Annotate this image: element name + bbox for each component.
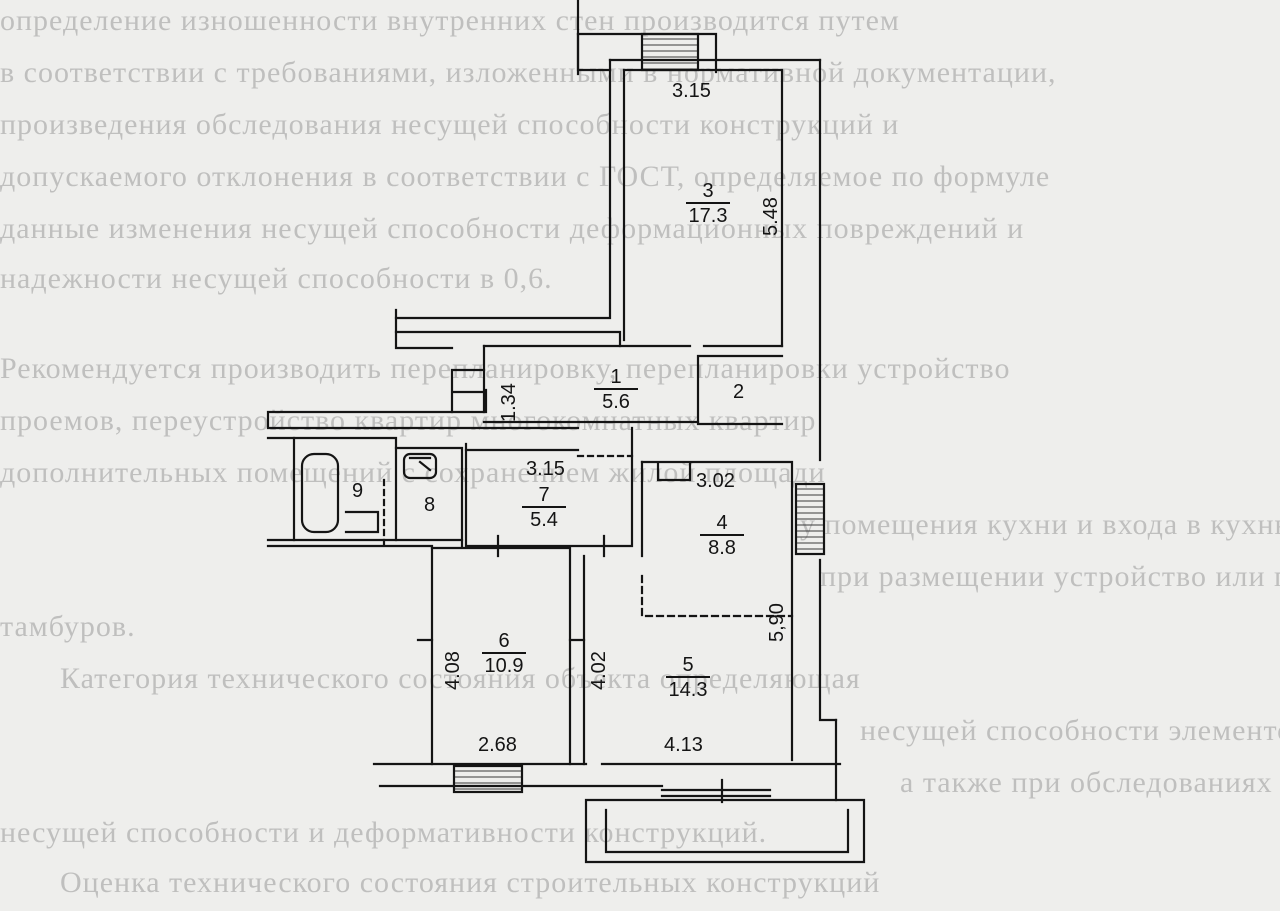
dimension-label: 4.02: [588, 651, 610, 690]
background-line: данные изменения несущей способности деф…: [0, 212, 1025, 245]
dimension-label: 3.15: [672, 80, 711, 102]
background-line: у помещения кухни и входа в кухню: [800, 508, 1280, 541]
dimension-label: 2.68: [478, 734, 517, 756]
room-area: 5.4: [522, 506, 566, 531]
room-area: 10.9: [482, 652, 526, 677]
background-line: Категория технического состояния объекта…: [60, 662, 861, 695]
dimension-label: 3.15: [526, 458, 565, 480]
room-2-label: 2: [733, 381, 744, 403]
room-number: 9: [352, 480, 364, 502]
background-line: определение изношенности внутренних стен…: [0, 4, 900, 37]
room-number: 2: [733, 381, 745, 403]
room-number: 7: [538, 484, 550, 506]
room-area: 5.6: [594, 388, 638, 413]
room-8-label: 8: [424, 494, 435, 516]
background-line: надежности несущей способности в 0,6.: [0, 262, 553, 295]
background-line: при размещении устройство или переоборуд…: [820, 560, 1280, 593]
room-6-label: 6 10.9: [482, 630, 526, 677]
background-line: несущей способности элементов конструкци…: [860, 714, 1280, 747]
dimension-label: 5.48: [760, 197, 782, 236]
room-area: 14.3: [666, 676, 710, 701]
room-area: 8.8: [700, 534, 744, 559]
background-line: Оценка технического состояния строительн…: [60, 866, 881, 899]
room-5-label: 5 14.3: [666, 654, 710, 701]
room-7-label: 7 5.4: [522, 484, 566, 531]
background-line: проемов, переустройство квартир многоком…: [0, 404, 817, 437]
dimension-label: 3.02: [696, 470, 735, 492]
room-number: 6: [498, 630, 510, 652]
room-number: 1: [610, 366, 622, 388]
background-line: тамбуров.: [0, 610, 136, 643]
room-number: 8: [424, 494, 436, 516]
room-number: 5: [682, 654, 694, 676]
dimension-label: 4.13: [664, 734, 703, 756]
dimension-label: 5,90: [766, 603, 788, 642]
room-4-label: 4 8.8: [700, 512, 744, 559]
background-line: произведения обследования несущей способ…: [0, 108, 900, 141]
background-line: Рекомендуется производить перепланировку…: [0, 352, 1011, 385]
dimension-label: 1.34: [498, 383, 520, 422]
room-9-label: 9: [352, 480, 363, 502]
room-3-label: 3 17.3: [686, 180, 730, 227]
room-number: 3: [702, 180, 714, 202]
background-line: а также при обследованиях и оценке техни…: [900, 766, 1280, 799]
room-area: 17.3: [686, 202, 730, 227]
background-line: допускаемого отклонения в соответствии с…: [0, 160, 1051, 193]
room-number: 4: [716, 512, 728, 534]
background-line: в соответствии с требованиями, изложенны…: [0, 56, 1057, 89]
background-line: несущей способности и деформативности ко…: [0, 816, 768, 849]
room-1-label: 1 5.6: [594, 366, 638, 413]
dimension-label: 4.08: [442, 651, 464, 690]
